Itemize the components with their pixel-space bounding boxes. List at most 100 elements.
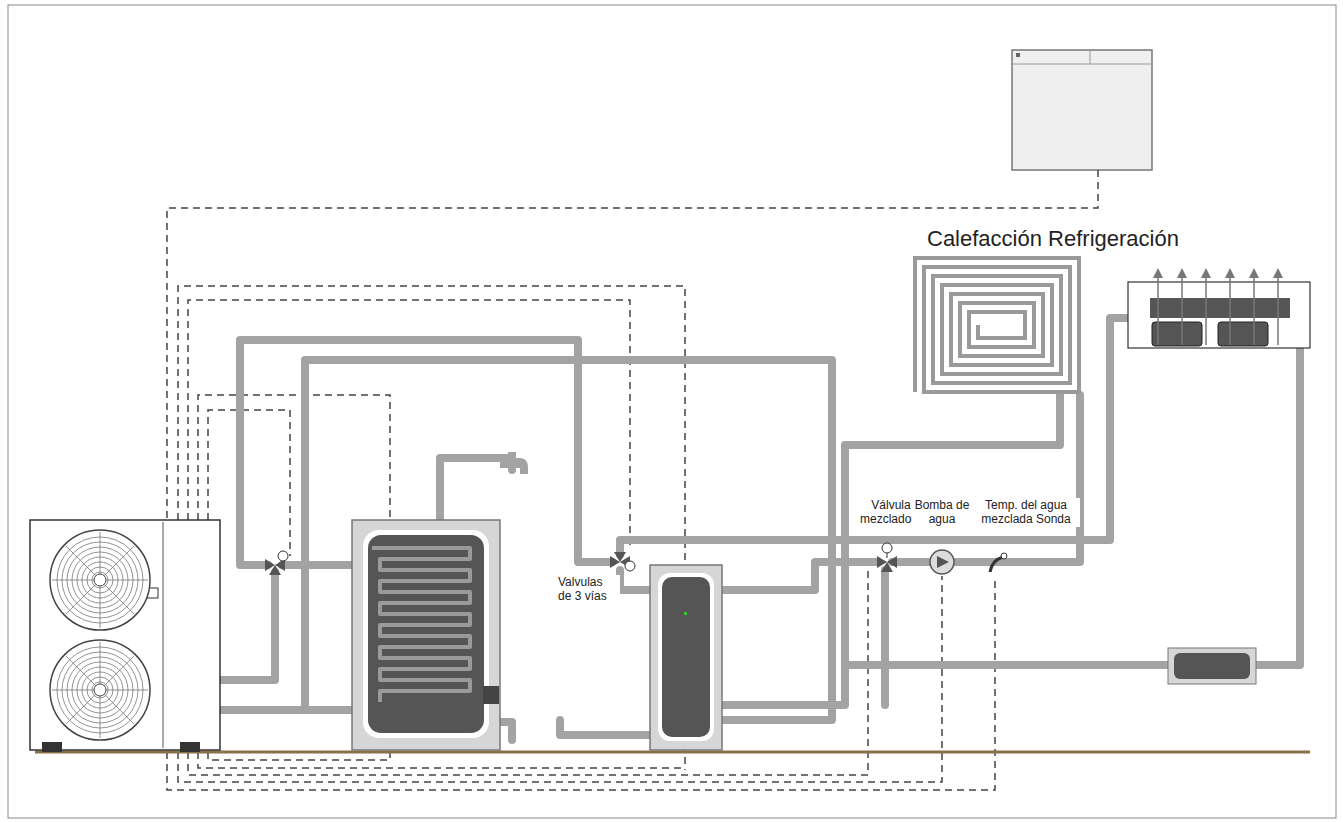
fan-spoke [100,656,134,690]
component-label: Temp. del agua mezclada Sonda [972,498,1080,527]
fan-hub [94,684,106,696]
pump-body [930,550,954,574]
fan-spoke [66,580,100,614]
air-flow-line [1253,276,1255,345]
valve-actuator [625,561,635,571]
heat-pump-unit [30,520,220,752]
inline-unit-shell [1168,648,1256,684]
fan-coil-case [1128,282,1310,348]
buffer-liner [658,573,714,741]
fan-spoke [100,580,101,628]
fan-hub [94,574,106,586]
control-wire [198,752,685,768]
valve-actuator [278,551,288,561]
control-wiring [167,170,1098,790]
air-flow-line [1157,276,1159,345]
component-label: Bomba de agua [912,498,972,527]
fan-spoke [100,642,101,690]
heat-pump-panel [163,522,164,748]
fan-spoke [100,580,148,581]
three-way-valve [610,552,635,571]
buffer-shell [650,565,722,750]
fan-coil-fan [1218,322,1268,346]
pipe [720,562,878,590]
buffer-indicator [684,612,687,615]
fan-spoke [100,690,134,724]
faucet-handle [508,452,516,458]
mixing-valve [877,543,897,572]
controller-bar [1090,50,1091,64]
fan-ring [50,640,150,740]
heat-pump-foot [180,742,200,752]
controller-bar [1012,64,1152,65]
fan-spoke [100,532,101,580]
sensor-tip [1001,553,1007,559]
tank-shell [352,520,500,750]
pipe [440,458,512,530]
fan-coil-fins [1150,298,1290,318]
electric-heater [483,686,499,704]
pump-arrow [937,556,949,568]
pipe [220,706,365,714]
fan-ring [50,530,150,630]
valve-actuator [882,543,892,553]
air-flow-head [1225,268,1235,278]
sensor-probe [990,557,1003,572]
heading-label: Calefacción Refrigeración [925,226,1259,252]
tank-liner [363,530,489,738]
coil-windings [372,548,470,702]
ground-line [35,751,1310,754]
fan-group [50,530,150,740]
buffer-tank [650,565,722,750]
fan-coil-fan [1152,322,1202,346]
air-flow-head [1249,268,1259,278]
heat-pump-body [30,520,220,750]
control-wire [167,580,995,790]
fan-spoke [66,690,100,724]
temperature-sensor [990,553,1007,572]
floor-coil [915,258,1079,392]
fan-spoke [100,580,134,614]
air-flow-head [1177,268,1187,278]
heat-pump-foot [42,742,62,752]
pipe [1255,320,1300,665]
air-flow-head [1201,268,1211,278]
valve-symbol [877,556,897,572]
inline-unit [1168,648,1256,684]
air-flow-line [1277,276,1279,345]
controller-icon [1016,53,1020,57]
fan-coil-unit [1128,268,1310,348]
faucet [500,458,528,474]
pipe [620,570,652,590]
controller-panel [1012,50,1152,170]
tank-coil [372,548,470,702]
buffer-interior [662,577,710,737]
control-wire [188,570,868,775]
fan-spoke [100,690,148,691]
pipe [881,570,889,705]
air-flow-line [1205,276,1207,345]
fan-spoke [66,546,100,580]
fan-spoke [52,690,100,691]
dhw-tank [352,520,500,750]
control-wire [198,395,390,520]
controller-body [1012,50,1152,170]
water-pump [930,550,954,574]
pipe [892,395,1080,562]
air-flow-line [1181,276,1183,345]
air-arrows [1153,268,1283,345]
floor-heating [915,258,1079,392]
pipe [845,661,1170,669]
component-label: Valvulas de 3 vías [556,575,620,604]
air-flow-line [1229,276,1231,345]
valve-stem [887,553,888,558]
inline-unit-core [1174,653,1250,679]
frame [8,5,1336,818]
fan-spoke [100,690,101,738]
fan-spoke [100,546,134,580]
air-flow-head [1273,268,1283,278]
tank-interior [368,535,484,733]
fan-spoke [52,580,100,581]
